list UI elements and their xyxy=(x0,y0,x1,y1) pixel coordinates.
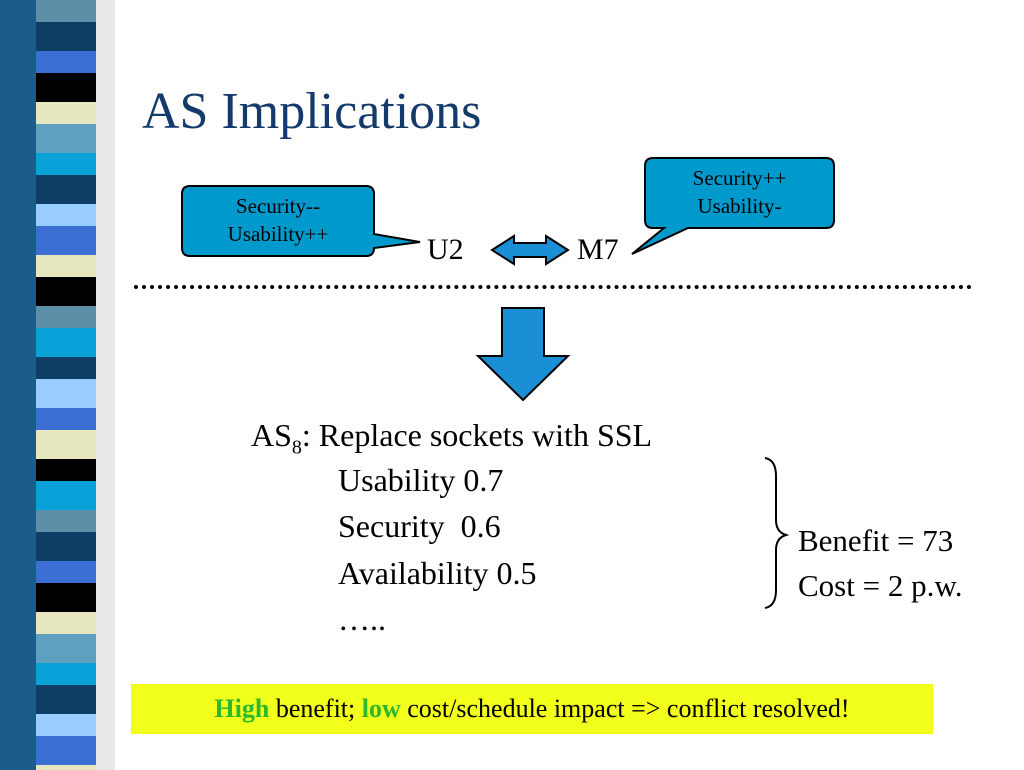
stripe-block xyxy=(36,481,96,510)
stripe-block xyxy=(36,357,96,379)
attribute-ellipsis: ….. xyxy=(338,601,386,637)
stripe-block xyxy=(36,736,96,765)
decorative-left-stripe xyxy=(0,0,115,770)
attribute-availability: Availability 0.5 xyxy=(338,555,537,591)
as-label: AS xyxy=(251,417,292,453)
callout-left-line1: Security-- xyxy=(236,194,320,218)
banner-highlight-high: High xyxy=(214,694,270,723)
conclusion-banner: High benefit; low cost/schedule impact =… xyxy=(131,684,933,734)
as-text: : Replace sockets with SSL xyxy=(301,417,653,453)
double-arrow-icon xyxy=(490,234,570,266)
stripe-block xyxy=(36,51,96,73)
callout-right-line2: Usability- xyxy=(697,194,782,218)
stripe-block xyxy=(36,175,96,204)
stripe-block xyxy=(36,328,96,357)
stripe-block xyxy=(36,102,96,124)
callout-left-line2: Usability++ xyxy=(227,222,329,246)
stripe-block xyxy=(36,459,96,481)
stripe-block xyxy=(36,532,96,561)
callout-right-shape xyxy=(631,157,835,255)
stripe-block xyxy=(36,685,96,714)
banner-text-2: cost/schedule impact => conflict resolve… xyxy=(400,694,850,723)
down-arrow-icon xyxy=(475,307,571,402)
node-m7: M7 xyxy=(577,233,619,266)
stripe-block xyxy=(36,663,96,685)
callout-left-shape xyxy=(181,185,421,257)
stripe-block xyxy=(36,379,96,408)
node-u2: U2 xyxy=(427,233,464,266)
stripe-block xyxy=(36,73,96,102)
callout-right-line1: Security++ xyxy=(692,166,787,190)
as-subscript: 8 xyxy=(291,436,302,459)
stripe-block xyxy=(36,277,96,306)
stripe-block xyxy=(36,153,96,175)
stripe-block xyxy=(36,408,96,430)
stripe-block xyxy=(36,306,96,328)
stripe-block xyxy=(36,204,96,226)
attribute-usability: Usability 0.7 xyxy=(338,462,504,498)
stripe-block xyxy=(36,765,96,770)
stripe-block xyxy=(36,561,96,583)
cost-text: Cost = 2 p.w. xyxy=(798,568,963,603)
stripe-block xyxy=(36,22,96,51)
banner-highlight-low: low xyxy=(361,694,401,723)
banner-text-1: benefit; xyxy=(269,694,362,723)
stripe-block xyxy=(36,226,96,255)
stripe-block xyxy=(36,430,96,459)
stripe-block xyxy=(36,0,96,22)
stripe-block xyxy=(36,583,96,612)
stripe-block xyxy=(36,510,96,532)
stripe-block xyxy=(36,124,96,153)
benefit-text: Benefit = 73 xyxy=(798,523,954,558)
callout-right-text: Security++ Usability- xyxy=(645,164,834,220)
stripe-block xyxy=(36,612,96,634)
attribute-security: Security 0.6 xyxy=(338,508,501,544)
page-title: AS Implications xyxy=(142,83,482,140)
curly-brace xyxy=(764,457,790,609)
stripe-block xyxy=(36,714,96,736)
stripe-block xyxy=(36,634,96,663)
as-heading: AS8: Replace sockets with SSL xyxy=(251,417,652,459)
callout-left-text: Security-- Usability++ xyxy=(182,192,374,248)
stripe-block xyxy=(36,255,96,277)
dotted-divider xyxy=(134,285,972,289)
